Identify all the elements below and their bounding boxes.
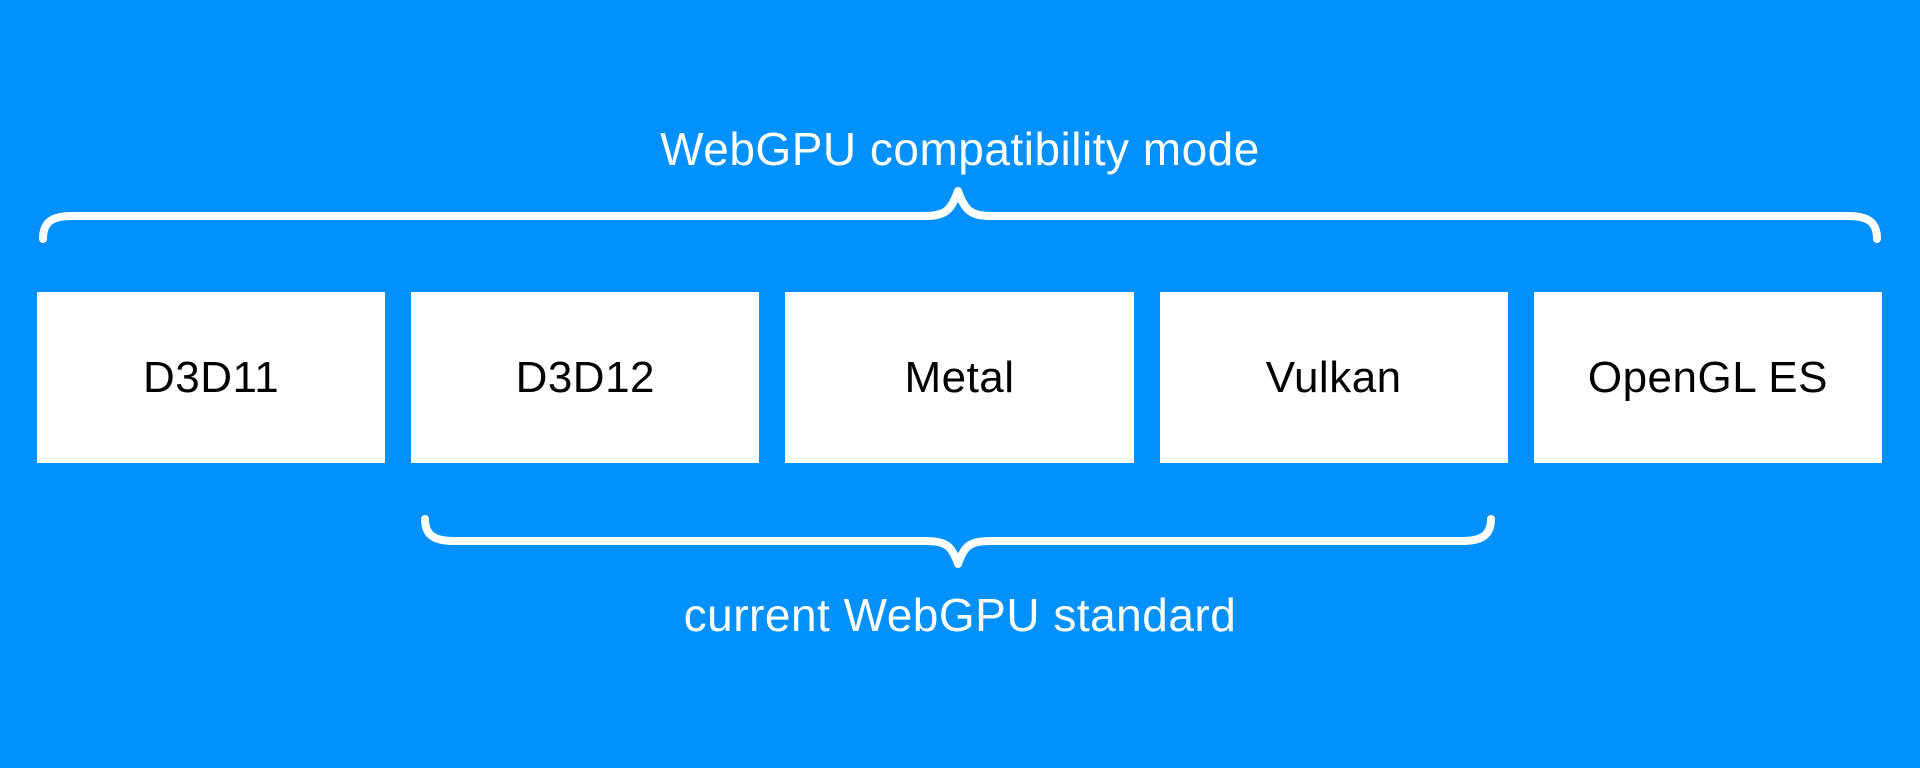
api-box-metal: Metal [785,292,1134,463]
api-box-vulkan: Vulkan [1159,292,1508,463]
api-box-d3d12: D3D12 [411,292,760,463]
top-brace-label: WebGPU compatibility mode [660,123,1260,175]
api-box-d3d11: D3D11 [37,292,386,463]
bottom-brace [421,515,1495,568]
api-box-opengl-es: OpenGL ES [1533,292,1883,463]
bottom-brace-label: current WebGPU standard [683,589,1237,641]
top-brace [39,187,1881,243]
